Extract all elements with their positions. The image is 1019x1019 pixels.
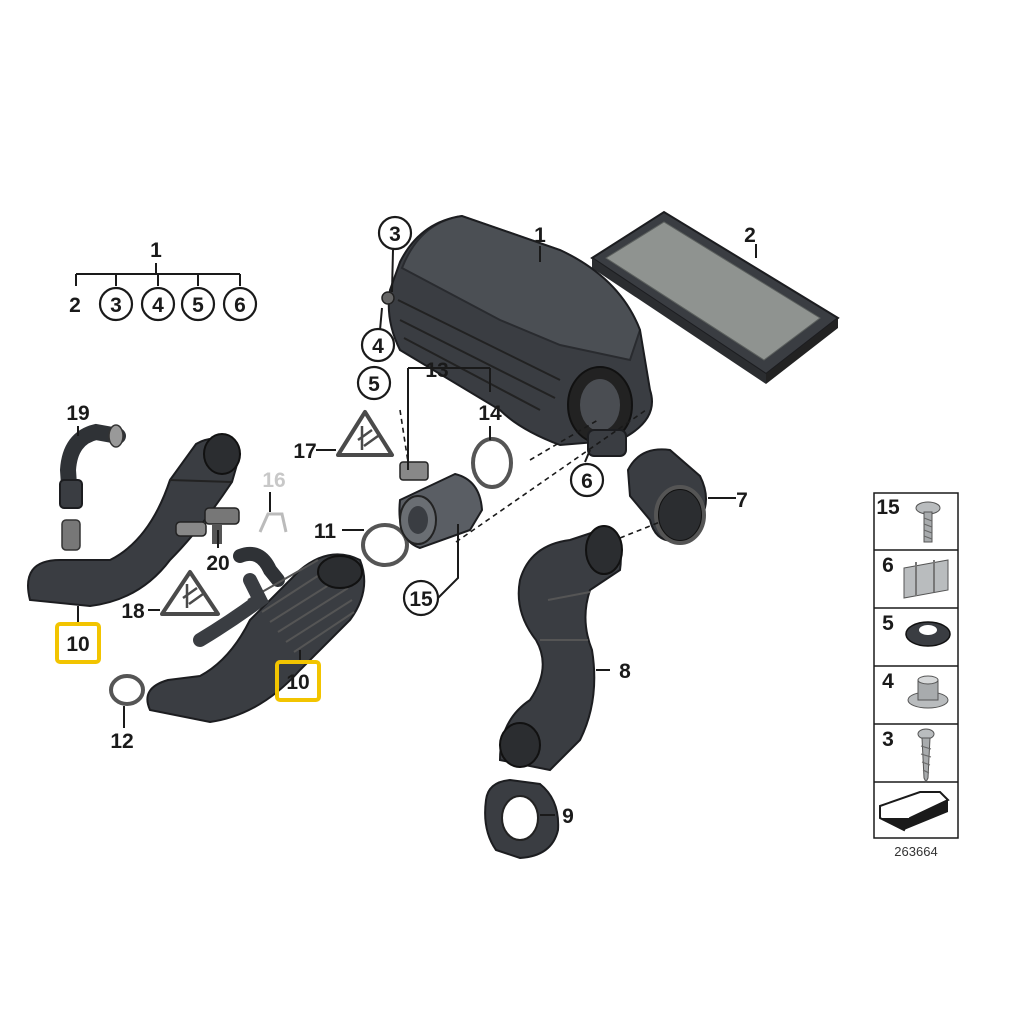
- retaining-clip: [258, 512, 288, 533]
- legend-item-4: 4: [882, 670, 894, 693]
- callout-10-left: 10: [66, 633, 89, 656]
- callout-3: 3: [389, 223, 401, 246]
- callout-3-circle: [377, 215, 413, 251]
- air-cleaner-housing: [381, 214, 653, 457]
- callout-17: 17: [293, 440, 316, 463]
- air-duct: [498, 525, 623, 772]
- callout-16: 16: [262, 469, 285, 492]
- tree-child-label: 6: [234, 294, 246, 317]
- callout-13: 13: [425, 359, 448, 382]
- callout-labels: 1 2 3 4 5 6 7 8 9 10 10 11 12 13 14 15 1…: [55, 215, 756, 828]
- callout-19: 19: [66, 402, 89, 425]
- tree-child-circle: [180, 286, 216, 322]
- callout-6-circle: [569, 462, 605, 498]
- callout-1: 1: [534, 224, 546, 247]
- seal-ring: [471, 437, 513, 489]
- fastener-legend: 15 6 5 4 3: [873, 492, 959, 859]
- bushing-icon: [907, 675, 949, 709]
- callout-7: 7: [736, 489, 748, 512]
- legend-item-6: 6: [882, 554, 894, 577]
- callout-10-highlight: [275, 660, 321, 702]
- intake-duct-left: [27, 433, 242, 608]
- callout-5-circle: [356, 365, 392, 401]
- legend-item-15: 15: [876, 496, 900, 519]
- vent-hose: [59, 423, 126, 551]
- callout-6: 6: [581, 470, 593, 493]
- callout-18: 18: [121, 600, 145, 623]
- callout-4-circle: [360, 327, 396, 363]
- screw-icon: [915, 501, 941, 543]
- hose-clamp-11: [361, 523, 409, 567]
- callout-10-highlight: [55, 622, 101, 664]
- callout-10-right: 10: [286, 671, 309, 694]
- warning-triangle-17: [336, 410, 394, 457]
- direction-arrow-icon: [879, 791, 950, 832]
- callout-9: 9: [562, 805, 574, 828]
- warning-triangle-18: [160, 570, 220, 616]
- legend-item-3: 3: [882, 728, 894, 751]
- intake-duct-right: [146, 546, 366, 724]
- tree-child-circle: [140, 286, 176, 322]
- callout-20: 20: [206, 552, 229, 575]
- callout-15: 15: [409, 588, 433, 611]
- tree-child-label: 4: [152, 294, 164, 317]
- tree-child-circle: [222, 286, 258, 322]
- clip-nut-icon: [903, 559, 949, 599]
- assembly-tree: 1 2 3 4 5 6: [69, 239, 258, 322]
- grommet-icon: [905, 621, 951, 647]
- catalog-number: 263664: [894, 844, 937, 859]
- legend-item-5: 5: [882, 612, 894, 635]
- tree-child-label: 2: [69, 294, 81, 317]
- callout-5: 5: [368, 373, 380, 396]
- callout-12: 12: [110, 730, 133, 753]
- intake-boot: [626, 448, 707, 545]
- tree-child-circle: [98, 286, 134, 322]
- tree-connector: [75, 263, 241, 286]
- air-filter-element: [590, 210, 840, 384]
- hose-clamp-12: [109, 674, 145, 706]
- tree-child-label: 3: [110, 294, 122, 317]
- callout-2: 2: [744, 224, 756, 247]
- tree-child-label: 5: [192, 294, 204, 317]
- duct-seal: [484, 778, 560, 860]
- air-mass-sensor: [398, 461, 484, 550]
- leader-lines: [77, 244, 757, 816]
- callout-8: 8: [619, 660, 631, 683]
- tapping-screw-icon: [917, 728, 935, 784]
- callout-11: 11: [314, 520, 337, 543]
- callout-15-circle: [402, 579, 440, 617]
- tree-root-label: 1: [150, 239, 162, 262]
- callout-4: 4: [372, 335, 384, 358]
- callout-14: 14: [478, 402, 502, 425]
